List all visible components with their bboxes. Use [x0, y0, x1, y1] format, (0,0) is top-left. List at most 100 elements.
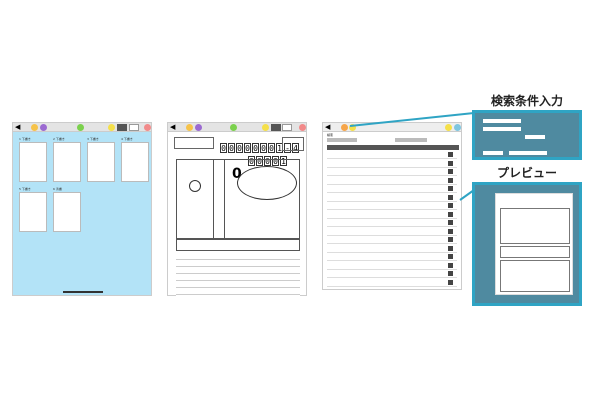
thumbnail[interactable]	[53, 192, 81, 232]
sub-digit: 1	[280, 156, 287, 166]
back-icon[interactable]: ◀	[170, 123, 176, 131]
color-yellow2[interactable]	[262, 124, 269, 131]
action-button[interactable]	[395, 138, 427, 142]
thumbnail-label: 3 下書き	[87, 137, 99, 141]
thumbnail-label: 4 下書き	[121, 137, 133, 141]
back-icon[interactable]: ◀	[325, 123, 331, 131]
id-digit: 0	[236, 143, 243, 153]
table-row[interactable]	[327, 270, 457, 278]
list-header: 検索	[327, 133, 334, 137]
row-action-button[interactable]	[448, 228, 453, 234]
color-yellow[interactable]	[349, 124, 356, 131]
row-action-button[interactable]	[448, 279, 453, 285]
toolbar: ◀	[323, 123, 461, 132]
thumbnail[interactable]	[87, 142, 115, 182]
name-box	[174, 137, 214, 149]
search-conditions-panel	[472, 110, 582, 160]
id-digit: 0	[268, 143, 275, 153]
id-digit: 0	[220, 143, 227, 153]
lined-area	[176, 253, 300, 297]
thumbnail[interactable]	[19, 142, 47, 182]
thumbnail-label: 2 下書き	[53, 137, 65, 141]
list-tablet: ◀ 検索	[322, 122, 462, 290]
table-row[interactable]	[327, 151, 457, 159]
filter-button[interactable]	[327, 138, 357, 142]
color-purple[interactable]	[195, 124, 202, 131]
pen-icon[interactable]	[77, 124, 84, 131]
stamp-box	[282, 137, 304, 151]
preview-panel	[472, 182, 582, 306]
color-yellow[interactable]	[31, 124, 38, 131]
mode-button[interactable]	[117, 124, 127, 131]
big-zero: 0	[232, 166, 242, 182]
thumbnail-label: 5 下書き	[19, 187, 31, 191]
table-row[interactable]	[327, 253, 457, 261]
table-row[interactable]	[327, 194, 457, 202]
row-action-button[interactable]	[448, 169, 453, 174]
id-digit: 0	[228, 143, 235, 153]
thumbnail-label: 1 下書き	[19, 137, 31, 141]
trash-icon[interactable]	[299, 124, 306, 131]
drawing-area: 0	[176, 159, 300, 240]
mode-button[interactable]	[271, 124, 281, 131]
row-action-button[interactable]	[448, 177, 453, 183]
search-callout-title: 検索条件入力	[490, 94, 563, 108]
table-row[interactable]	[327, 202, 457, 210]
table-header	[327, 145, 459, 150]
sub-digit: 0	[264, 156, 271, 166]
row-action-button[interactable]	[448, 160, 453, 166]
page-field[interactable]	[282, 124, 292, 131]
table-row[interactable]	[327, 185, 457, 193]
table-row[interactable]	[327, 168, 457, 176]
preview-page	[495, 193, 573, 295]
trash-icon[interactable]	[144, 124, 151, 131]
middle-box	[176, 239, 300, 251]
table-row[interactable]	[327, 160, 457, 168]
sub-digit: 0	[248, 156, 255, 166]
face-drawing	[189, 180, 201, 192]
table-row[interactable]	[327, 236, 457, 244]
table-row[interactable]	[327, 228, 457, 236]
table-row[interactable]	[327, 245, 457, 253]
row-action-button[interactable]	[448, 152, 453, 157]
pen-icon[interactable]	[230, 124, 237, 131]
toolbar: ◀	[168, 123, 306, 132]
table-row[interactable]	[327, 177, 457, 185]
color-yellow2[interactable]	[108, 124, 115, 131]
thumbnail[interactable]	[121, 142, 149, 182]
color-purple[interactable]	[40, 124, 47, 131]
toolbar: ◀	[13, 123, 151, 132]
table-row[interactable]	[327, 219, 457, 227]
table-row[interactable]	[327, 211, 457, 219]
row-action-button[interactable]	[448, 262, 453, 268]
globe-icon[interactable]	[454, 124, 461, 131]
row-action-button[interactable]	[448, 271, 453, 276]
row-action-button[interactable]	[448, 211, 453, 217]
row-action-button[interactable]	[448, 186, 453, 191]
id-digit: 0	[244, 143, 251, 153]
id-digit: 4	[292, 143, 299, 153]
page-field[interactable]	[129, 124, 139, 131]
id-digit: -	[284, 143, 291, 153]
row-action-button[interactable]	[448, 203, 453, 208]
thumbnail[interactable]	[19, 192, 47, 232]
sub-digit: 0	[272, 156, 279, 166]
color-orange[interactable]	[341, 124, 348, 131]
thumbnail-tablet: ◀ 1 下書き 2 下書き 3 下書き 4 下書き 5 下書き 6 清書	[12, 122, 152, 296]
table-row[interactable]	[327, 262, 457, 270]
row-action-button[interactable]	[448, 220, 453, 225]
back-icon[interactable]: ◀	[15, 123, 21, 131]
row-action-button[interactable]	[448, 245, 453, 251]
color-yellow2[interactable]	[445, 124, 452, 131]
thumbnail[interactable]	[53, 142, 81, 182]
row-action-button[interactable]	[448, 254, 453, 259]
row-action-button[interactable]	[448, 194, 453, 200]
color-yellow[interactable]	[186, 124, 193, 131]
preview-callout-title: プレビュー	[496, 166, 557, 180]
row-action-button[interactable]	[448, 237, 453, 242]
thumbnail-label: 6 清書	[53, 187, 62, 191]
table-row[interactable]	[327, 279, 457, 287]
